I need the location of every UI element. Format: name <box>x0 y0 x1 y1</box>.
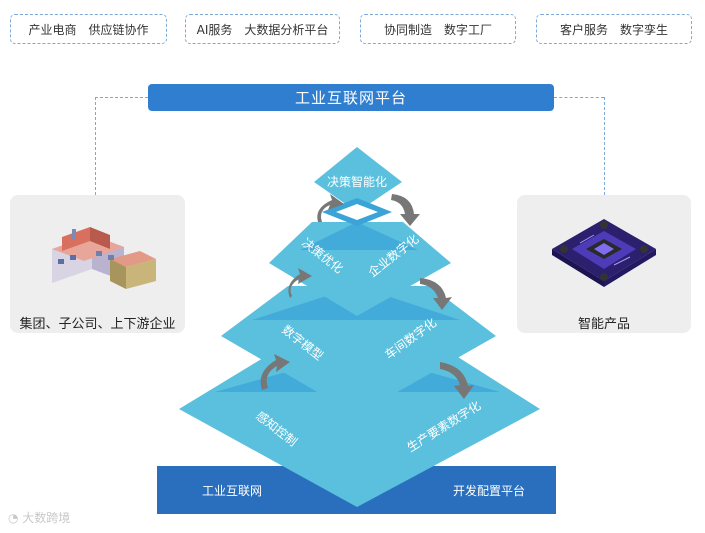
tag-text-a: 客户服务 <box>559 22 608 37</box>
tag-text-a: AI服务 <box>196 22 233 37</box>
tag-industrial-ecommerce: 产业电商 供应链协作 <box>10 14 167 44</box>
smart-product-label: 智能产品 <box>577 317 630 332</box>
cycle-arrow-icon <box>317 194 344 222</box>
top-label: 决策智能化 <box>327 174 387 189</box>
cycle-arrow-icon <box>420 278 452 310</box>
watermark-logo-icon: ◔ <box>8 511 23 525</box>
cycle-arrows <box>260 194 474 399</box>
tag-ai-services: AI服务 大数据分析平台 <box>185 14 340 44</box>
level2-left-shade <box>300 222 357 250</box>
cycle-arrow-icon <box>260 354 290 390</box>
left-connector-v <box>95 97 96 195</box>
platform-title: 工业互联网平台 <box>148 84 554 111</box>
smart-product-card: 智能产品 <box>517 195 691 333</box>
right-connector-h <box>554 97 604 98</box>
level2-right-shade <box>357 222 418 250</box>
watermark: ◔ 大数跨境 <box>8 509 70 526</box>
chip-icon <box>552 219 656 287</box>
cycle-arrow-icon <box>440 362 474 399</box>
left-connector-h <box>95 97 148 98</box>
tag-text-b: 数字孪生 <box>620 22 669 37</box>
tag-text-b: 数字工厂 <box>444 22 493 37</box>
top-diamond <box>314 147 402 212</box>
top-diamond-core <box>336 204 378 220</box>
tag-text-b: 大数据分析平台 <box>244 22 329 37</box>
base-right-label: 开发配置平台 <box>453 483 525 498</box>
right-connector-v <box>604 97 605 195</box>
cycle-arrow-icon <box>391 194 420 226</box>
enterprise-label: 集团、子公司、上下游企业 <box>19 317 176 332</box>
base-left-label: 工业互联网 <box>202 484 262 498</box>
tag-text-a: 协同制造 <box>383 22 432 37</box>
factory-icon <box>52 227 156 289</box>
tag-collaborative-manufacturing: 协同制造 数字工厂 <box>360 14 516 44</box>
tag-text-a: 产业电商 <box>28 22 77 37</box>
tag-customer-service: 客户服务 数字孪生 <box>536 14 692 44</box>
cycle-arrow-icon <box>288 268 312 298</box>
enterprise-card: 集团、子公司、上下游企业 <box>10 195 185 333</box>
tag-text-b: 供应链协作 <box>88 22 149 37</box>
watermark-text: 大数跨境 <box>22 511 71 525</box>
